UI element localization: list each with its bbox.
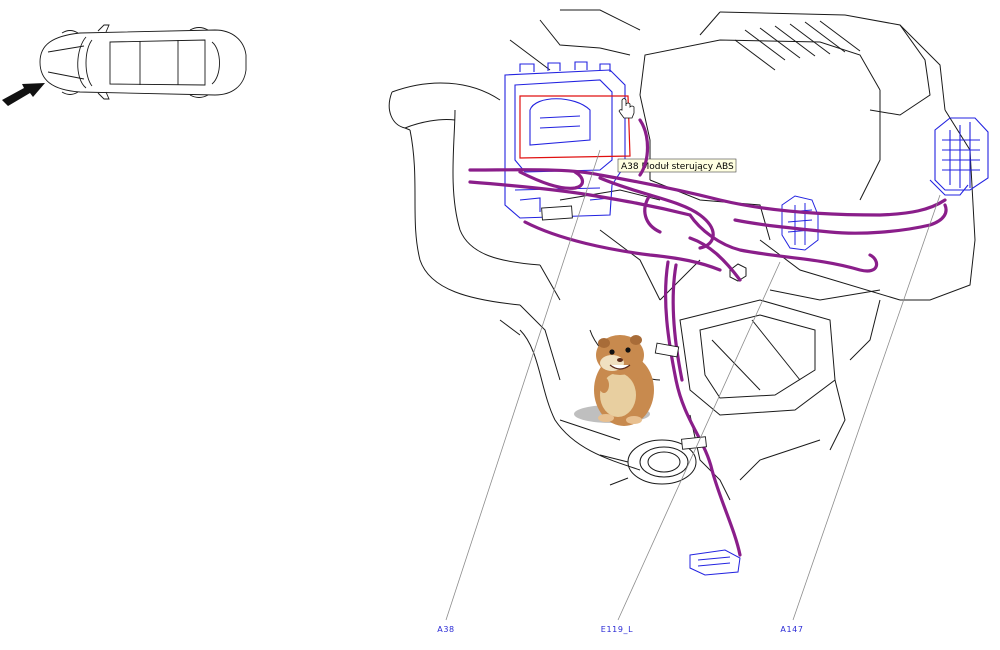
connector-e119-l[interactable] — [689, 549, 741, 576]
leader-a38 — [445, 149, 601, 621]
connector-middle[interactable] — [781, 195, 819, 251]
module-tooltip: A38 Moduł sterujący ABS — [617, 158, 737, 173]
leader-lines — [445, 149, 941, 621]
leader-a147 — [792, 194, 941, 621]
tooltip-text: A38 Moduł sterujący ABS — [621, 162, 734, 172]
hand-cursor-icon — [618, 98, 635, 119]
callout-label-a38[interactable]: A38 — [437, 625, 454, 634]
wire-harness — [468, 118, 948, 557]
callout-labels: A38 E119_L A147 — [437, 625, 803, 634]
callout-label-e119-l[interactable]: E119_L — [601, 625, 633, 634]
car-outline-icon — [39, 24, 247, 100]
engine-bay-outline — [388, 9, 976, 501]
leader-e119-l — [617, 261, 781, 621]
callout-label-a147[interactable]: A147 — [780, 625, 803, 634]
hamster-icon — [574, 335, 654, 426]
abs-module[interactable] — [504, 61, 626, 219]
connector-a147[interactable] — [929, 117, 989, 196]
vehicle-locator — [2, 24, 247, 106]
harness-clips — [541, 205, 707, 450]
arrow-icon — [2, 83, 45, 106]
abs-module-highlight — [519, 95, 631, 159]
